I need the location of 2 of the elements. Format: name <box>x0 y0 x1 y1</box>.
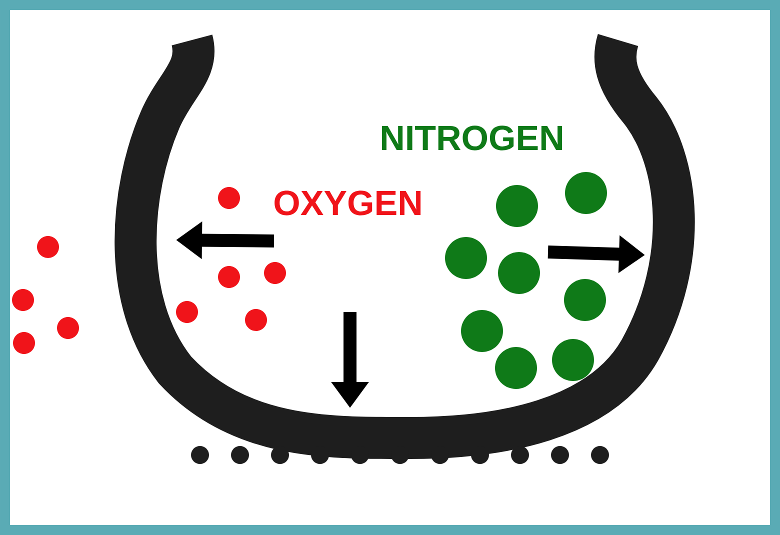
gas-label: NITROGEN <box>382 126 562 150</box>
gas-label: OXYGEN <box>274 190 421 216</box>
